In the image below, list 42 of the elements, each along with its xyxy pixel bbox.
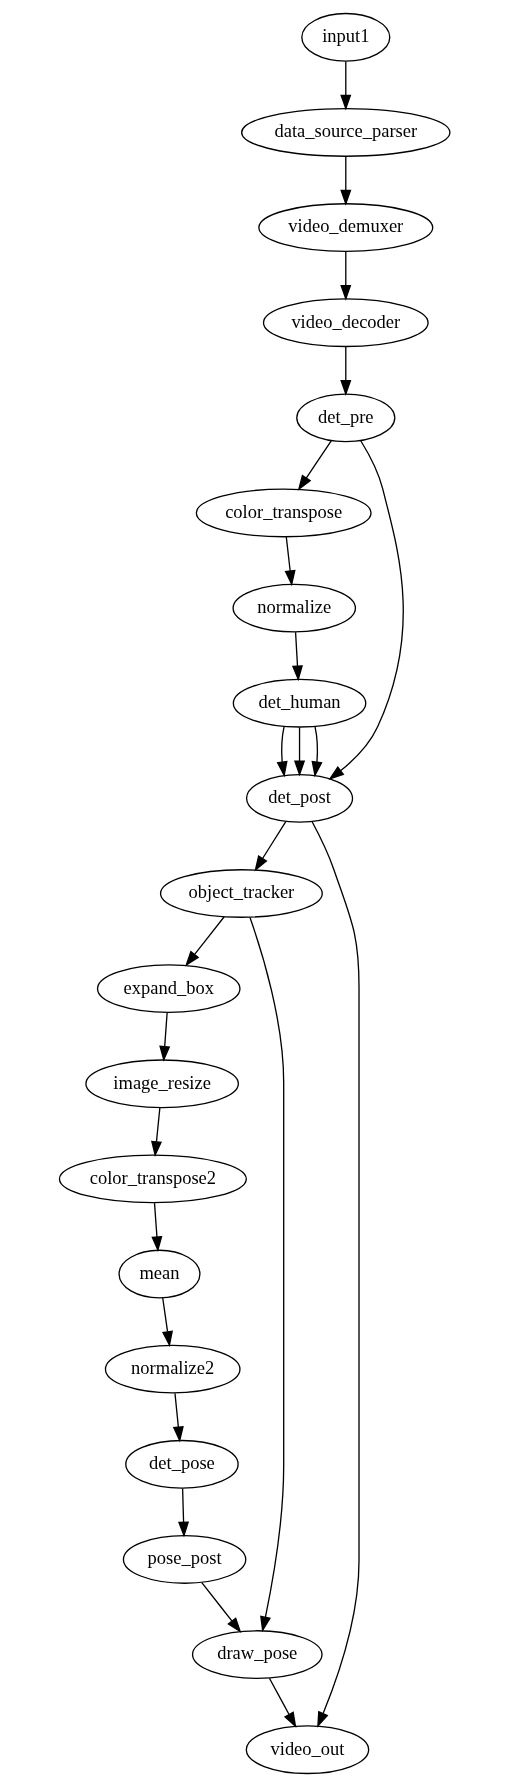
node-ellipse: video_decoder — [262, 298, 429, 348]
arrow — [172, 1392, 184, 1443]
arrow — [311, 821, 360, 1728]
arrow — [159, 1012, 171, 1062]
node-ellipse: expand_box — [96, 964, 241, 1014]
arrow — [249, 916, 285, 1633]
arrow — [340, 251, 352, 301]
node-ellipse: draw_pose — [191, 1630, 323, 1679]
arrow — [151, 1107, 163, 1157]
node-ellipse: det_post — [245, 773, 354, 823]
arrow — [276, 725, 288, 778]
arrow — [201, 1582, 242, 1634]
arrow — [297, 439, 333, 491]
node-ellipse: det_pose — [125, 1439, 239, 1489]
arrow — [340, 155, 352, 206]
arrow — [284, 536, 296, 587]
arrow — [291, 631, 304, 682]
arrow — [268, 1677, 297, 1728]
arrow — [162, 1297, 173, 1347]
arrow — [254, 820, 287, 872]
arrow — [151, 1202, 163, 1253]
node-ellipse: color_transpose2 — [58, 1154, 247, 1204]
node-ellipse: image_resize — [85, 1059, 239, 1109]
arrow — [311, 725, 323, 778]
node-ellipse: object_tracker — [159, 869, 323, 918]
arrow — [340, 346, 352, 396]
arrow — [178, 1487, 190, 1538]
node-ellipse: mean — [118, 1249, 201, 1299]
node-ellipse: normalize — [232, 583, 357, 633]
arrow — [328, 440, 404, 780]
node-ellipse: input1 — [301, 12, 391, 62]
arrow — [340, 60, 352, 111]
node-ellipse: color_transpose — [195, 488, 372, 538]
node-ellipse: pose_post — [122, 1535, 247, 1584]
node-ellipse: det_human — [232, 678, 367, 728]
arrow — [294, 726, 306, 777]
node-ellipse: det_pre — [296, 393, 396, 443]
node-ellipse: data_source_parser — [241, 108, 451, 157]
node-ellipse: video_out — [245, 1725, 370, 1775]
node-ellipse: video_demuxer — [258, 203, 434, 252]
arrow — [185, 916, 225, 967]
node-ellipse: normalize2 — [104, 1344, 241, 1394]
